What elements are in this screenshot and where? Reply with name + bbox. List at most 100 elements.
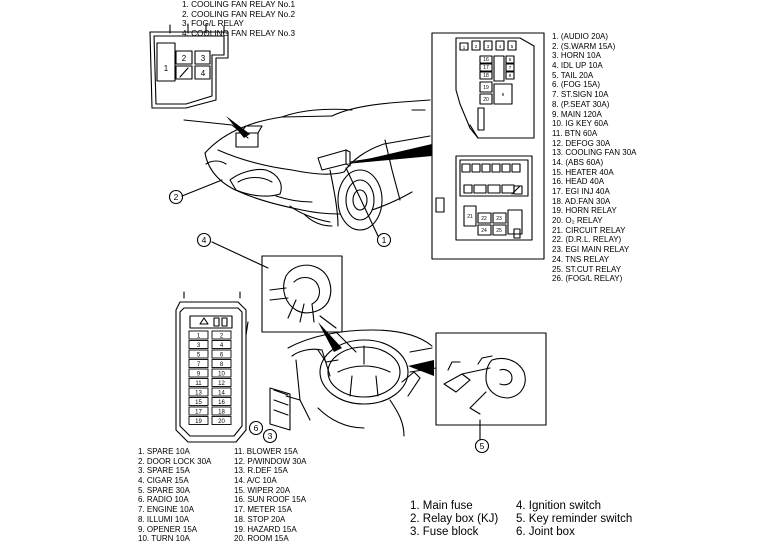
fuse-slot-label: 2 [220, 333, 224, 339]
fuse-slot-label: 1 [197, 333, 201, 339]
fuse-slot-label: 5 [197, 352, 201, 358]
main-fuse-slot-label: 5 [511, 44, 514, 49]
svg-text:16: 16 [483, 57, 489, 63]
main-fuse-list-item: 8. (P.SEAT 30A) [552, 99, 610, 109]
main-fuse-list-item: 6. (FOG 15A) [552, 80, 601, 90]
fuse-slot [188, 406, 209, 416]
fuse-slot-label: 6 [220, 352, 224, 358]
callout-6 [248, 420, 264, 436]
fuse-slot-label: 13 [195, 390, 202, 396]
svg-text:6: 6 [254, 423, 259, 433]
svg-text:17: 17 [483, 65, 489, 71]
svg-text:3: 3 [268, 431, 273, 441]
main-fuse-slot-label: 4 [499, 44, 502, 49]
svg-text:1: 1 [164, 64, 169, 73]
relay-box-list-item: 4. COOLING FAN RELAY No.3 [182, 28, 295, 38]
ignition-inset [261, 255, 343, 333]
fuse-slot-label: 4 [220, 343, 224, 349]
fuse-slot [188, 397, 209, 406]
svg-text:1: 1 [382, 235, 387, 245]
main-fuse-slot-label: 3 [487, 44, 490, 49]
dashboard-illustration [269, 329, 433, 437]
main-fuse-slot-label: 9 [502, 92, 505, 97]
callout-5 [474, 438, 490, 454]
fuse-slot [188, 340, 209, 349]
main-fuse-list-item: 4. IDL UP 10A [552, 61, 603, 71]
svg-text:4: 4 [202, 235, 207, 245]
main-fuse-cell-labels: 16 17 18 19 20 21 22 23 24 25 [467, 57, 502, 234]
callout-numbers: 1 2 3 4 5 6 [174, 192, 485, 451]
fuse-block-list-right-item: 20. ROOM 15A [234, 534, 289, 544]
fuse-slot-label: 15 [195, 400, 202, 406]
leader-callout-2 [181, 179, 223, 197]
main-fuse-list-item: 16. HEAD 40A [552, 177, 605, 187]
svg-text:2: 2 [182, 54, 187, 63]
car-illustration [204, 99, 431, 231]
fuse-slot-label: 18 [218, 409, 225, 415]
leader-callout-1 [345, 167, 379, 237]
fuse-slot [188, 359, 209, 368]
fuse-block-list-right-item: 16. SUN ROOF 15A [234, 495, 307, 505]
main-fuse-list-item: 14. (ABS 60A) [552, 157, 604, 167]
fuse-block-list-right-item: 18. STOP 20A [234, 514, 286, 524]
svg-text:4: 4 [201, 69, 206, 78]
fuse-slot-label: 19 [195, 419, 202, 425]
fuse-block-list-left-item: 3. SPARE 15A [138, 466, 190, 476]
fuse-slot-label: 16 [218, 400, 225, 406]
fuse-slot-label: 9 [197, 371, 201, 377]
main-fuse-list-item: 1. (AUDIO 20A) [552, 32, 609, 41]
main-fuse-list-item: 23. EGI MAIN RELAY [552, 245, 630, 255]
fuse-block-list-left-item: 1. SPARE 10A [138, 447, 190, 456]
fuse-block-list-right-item: 19. HAZARD 15A [234, 524, 297, 534]
fuse-block-list-left-item: 7. ENGINE 10A [138, 505, 195, 515]
main-fuse-list-item: 13. COOLING FAN 30A [552, 148, 637, 158]
fuse-slot-label: 11 [195, 381, 202, 387]
leader-callout-4 [211, 241, 269, 269]
fuse-slot-label: 20 [218, 419, 225, 425]
main-fuse-list-item: 11. BTN 60A [552, 128, 598, 138]
legend-item: 3. Fuse block [410, 525, 479, 538]
fuse-slot [211, 368, 232, 378]
legend-left: 1. Main fuse 2. Relay box (KJ) 3. Fuse b… [410, 500, 498, 538]
relay-box-list-item: 3. FOG/L RELAY [182, 19, 244, 29]
fuse-block-list-left-item: 2. DOOR LOCK 30A [138, 456, 212, 466]
fuse-block-list-right-item: 17. METER 15A [234, 505, 292, 515]
main-fuse-list-item: 18. AD.FAN 30A [552, 196, 611, 206]
main-fuse-slot-label: 8 [509, 73, 512, 78]
svg-text:21: 21 [467, 214, 473, 220]
main-fuse-list-item: 15. HEATER 40A [552, 167, 614, 177]
main-fuse-slot-label: 6 [509, 57, 512, 62]
legend-item: 6. Joint box [516, 525, 575, 538]
fuse-block-list-right-item: 11. BLOWER 15A [234, 447, 298, 456]
fuse-slot [188, 330, 209, 340]
fuse-slot [188, 378, 209, 387]
fuse-slot-label: 17 [195, 409, 202, 415]
relay-box-list-item: 1. COOLING FAN RELAY No.1 [182, 0, 295, 9]
fuse-slot [211, 387, 232, 397]
main-fuse-list: 1. (AUDIO 20A)2. (S.WARM 15A)3. HORN 10A… [552, 32, 636, 284]
svg-text:18: 18 [483, 73, 489, 79]
fuse-block-list-left-item: 6. RADIO 10A [138, 495, 189, 505]
fuse-block-list-right-item: 13. R.DEF 15A [234, 466, 288, 476]
fuse-slot [211, 359, 232, 368]
main-fuse-slot-label: 2 [475, 44, 478, 49]
fuse-slot [211, 330, 232, 340]
fuse-slot [211, 349, 232, 359]
fuse-block-list-right-item: 15. WIPER 20A [234, 485, 291, 495]
relay-box-cell-labels: 1 2 3 4 [164, 54, 206, 78]
fuse-slot-label: 10 [218, 371, 225, 377]
fuse-slot-label: 14 [218, 390, 225, 396]
fuse-slot [188, 387, 209, 397]
fuse-slot [211, 397, 232, 406]
relay-box-inset [149, 23, 229, 109]
fuse-block-list-left-item: 4. CIGAR 15A [138, 476, 189, 486]
main-fuse-list-item: 9. MAIN 120A [552, 109, 602, 119]
svg-text:24: 24 [481, 228, 487, 234]
fuse-block-list-right-item: 14. A/C 10A [234, 476, 277, 486]
svg-text:3: 3 [201, 54, 206, 63]
fuse-slot [188, 416, 209, 425]
fuse-slot-label: 3 [197, 343, 201, 349]
fuse-slot [188, 349, 209, 359]
